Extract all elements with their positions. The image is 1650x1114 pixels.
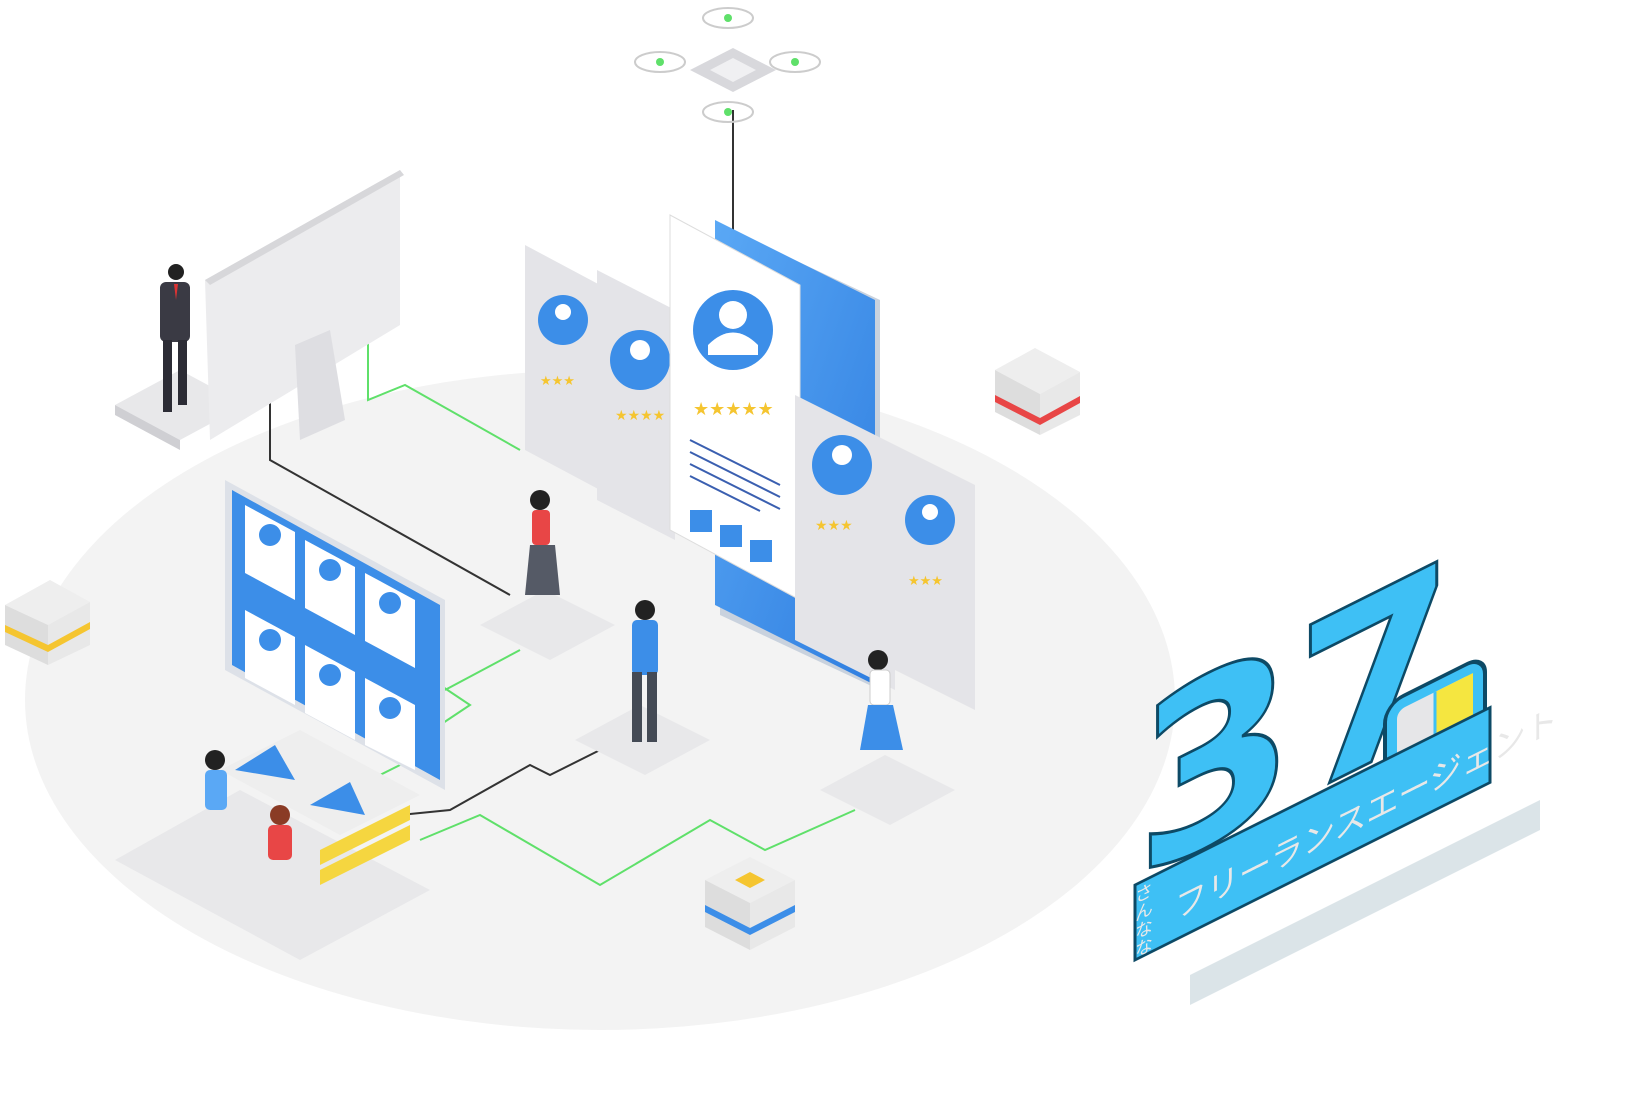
- cube-red: [995, 348, 1080, 435]
- drone: [634, 7, 821, 123]
- profile-card: ★★★: [525, 245, 600, 490]
- cube-blue: [705, 857, 795, 950]
- profile-card: ★★★★: [597, 270, 675, 540]
- logo-reading: さんなな: [1132, 879, 1154, 962]
- profile-card: ★★★: [895, 445, 975, 710]
- profile-card: ★★★: [795, 395, 895, 690]
- svg-text:★★★★★: ★★★★★: [693, 399, 774, 420]
- svg-text:★★★★: ★★★★: [615, 408, 665, 424]
- platforms: [115, 590, 955, 960]
- svg-text:★★★: ★★★: [908, 574, 943, 589]
- profile-cards: ★★★ ★★★★ ★★★★★ ★★★ ★★★: [525, 214, 975, 710]
- person-man-blue: [632, 600, 658, 742]
- profile-grid-screen: [225, 480, 445, 790]
- profile-card: ★★★★★: [669, 214, 801, 601]
- svg-text:★★★: ★★★: [815, 518, 853, 534]
- svg-text:★★★: ★★★: [540, 374, 575, 389]
- person-woman-blue-skirt: [860, 650, 903, 750]
- brand-logo: 37 さんなな フリーランスエージェント: [1132, 505, 1558, 1005]
- cube-yellow: [5, 580, 90, 665]
- businessman-figure: [160, 264, 190, 412]
- desk-workers: [205, 730, 420, 885]
- person-woman-red: [525, 490, 560, 595]
